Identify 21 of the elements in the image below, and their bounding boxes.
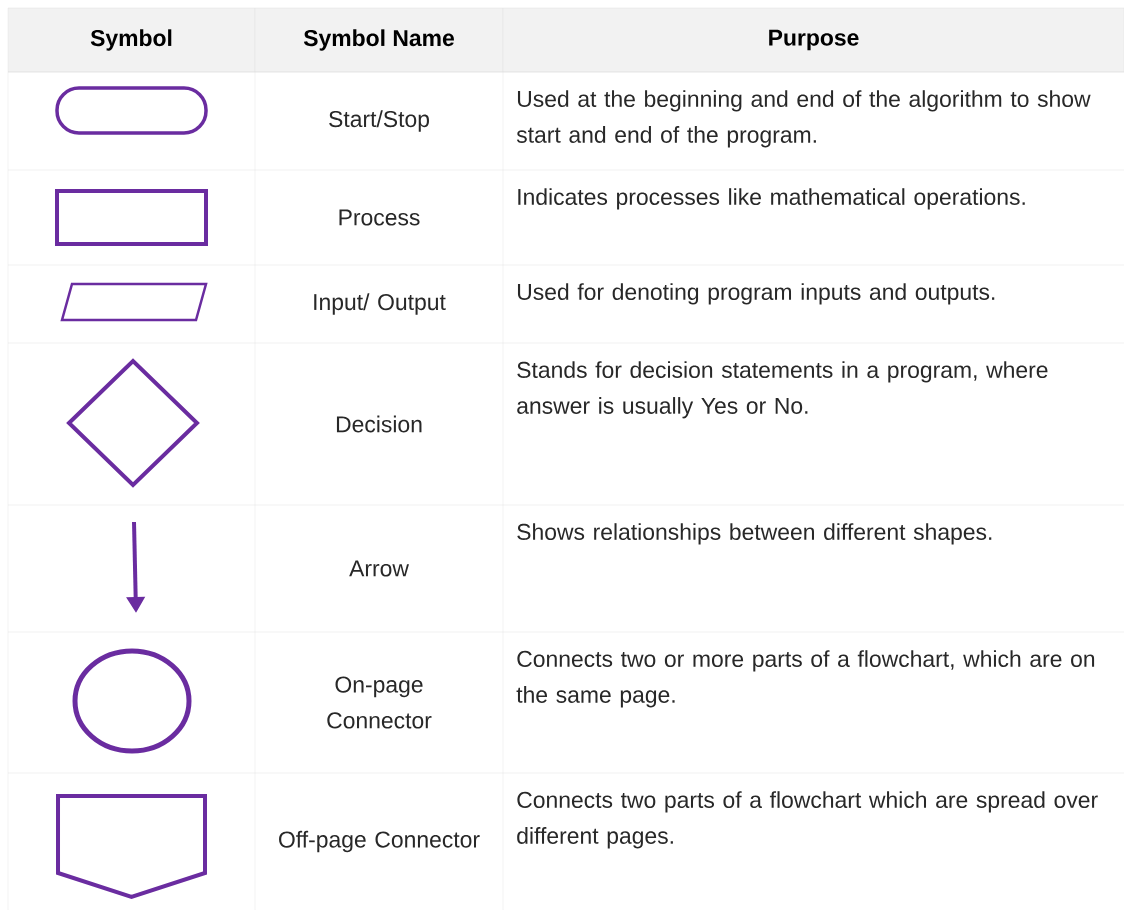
description: Used at the beginning and end of the algorithm to show start and end of the program. [516,90,1091,148]
input-output-symbol [60,282,208,322]
description: Connects two parts of a flowchart which are spread over different pages. [517,791,1098,849]
connector-symbol [72,648,192,754]
header-cell: Symbol [7,7,256,73]
process-symbol [55,189,208,246]
symbol-name: Input/ Output [314,293,446,315]
off-page-connector-symbol [56,794,207,900]
description: Indicates processes like mathematical operations. [518,188,1025,210]
symbol-name: Decision [336,415,422,433]
description: Shows relationships between different shapes. [517,523,992,545]
symbol-name: On-page Connector [327,676,432,729]
symbol-name: Off-page Connector [279,830,480,853]
symbol-name: Arrow [349,560,409,577]
symbol-name: Start/Stop [329,110,429,132]
symbol-name: Process [339,209,420,226]
header-cell: Symbol Name [254,7,504,73]
terminal-symbol [55,86,208,135]
description: Connects two or more parts of a flowchart, which are on the same page. [516,650,1095,708]
description: Stands for decision statements in a program, where answer is usually Yes or No. [517,361,1048,419]
description: Used for denoting program inputs and outputs. [517,283,995,305]
